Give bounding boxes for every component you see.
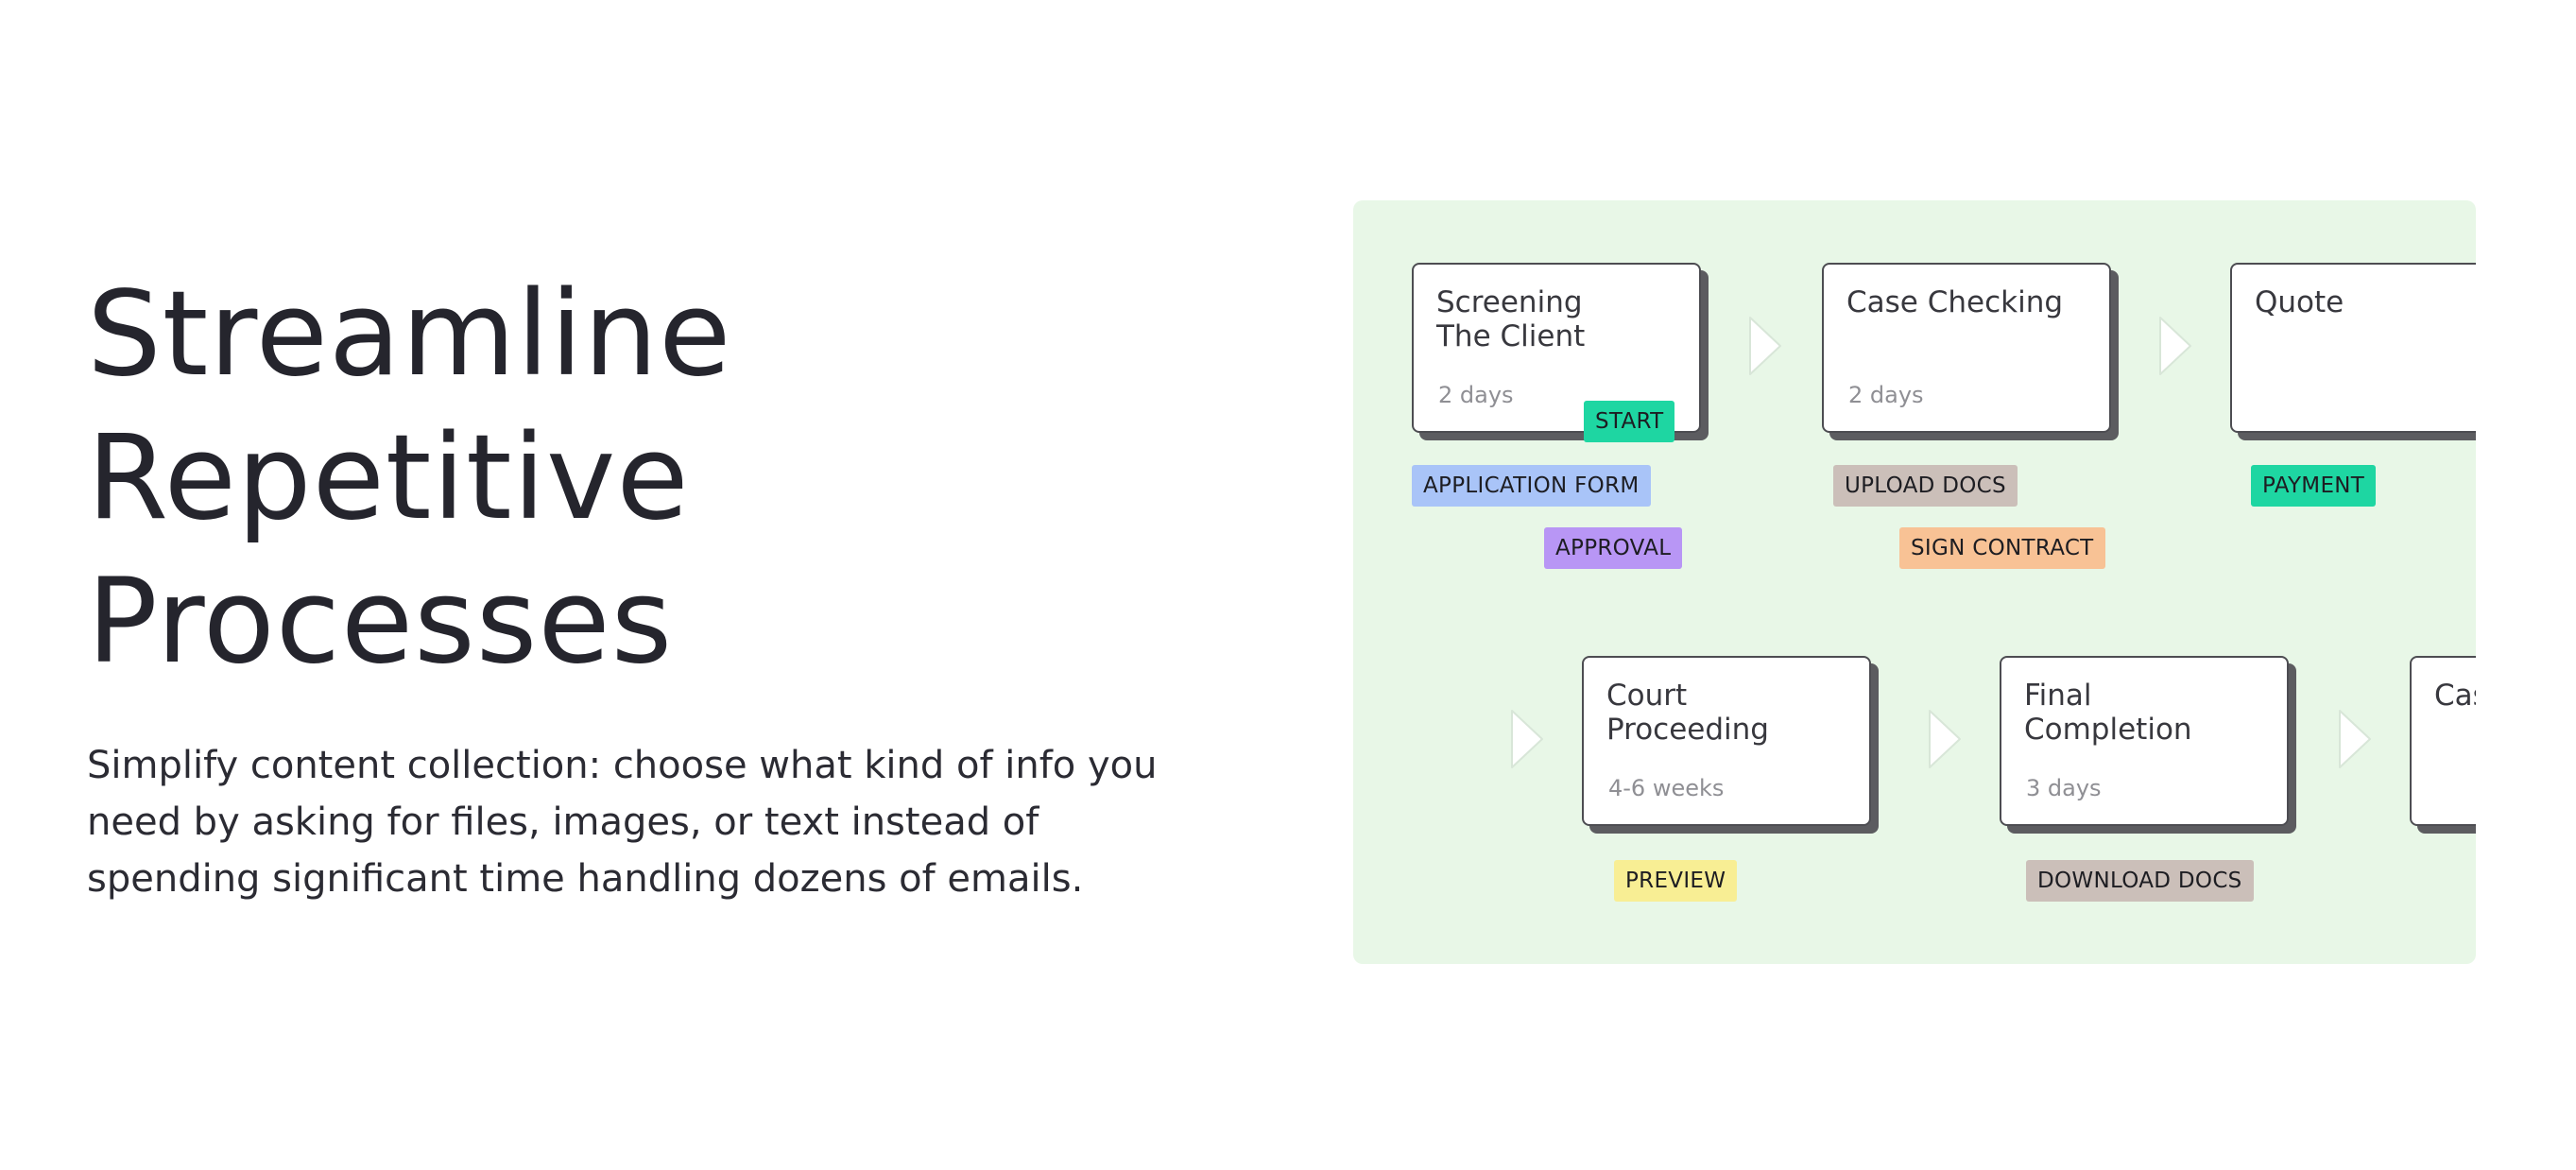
hero-title-line-2: Repetitive <box>87 410 690 546</box>
card-title: Case Checking <box>1846 285 2087 319</box>
tag-preview: PREVIEW <box>1614 860 1738 902</box>
flow-arrow-icon <box>1929 710 1961 768</box>
card-title-line: Screening <box>1436 285 1583 319</box>
hero-description: Simplify content collection: choose what… <box>87 744 1158 901</box>
card-title-line: Proceeding <box>1606 713 1769 747</box>
tag-start: START <box>1584 401 1675 442</box>
card-title-line: Cas <box>2434 679 2476 713</box>
flow-arrow-icon <box>1749 317 1781 375</box>
tag-sign-contract: SIGN CONTRACT <box>1899 527 2105 569</box>
card-title: Quote <box>2255 285 2476 319</box>
flow-arrow-icon <box>2339 710 2371 768</box>
hero-title: Streamline Repetitive Processes <box>87 263 731 694</box>
card-body: Quote <box>2230 263 2476 433</box>
tag-upload-docs: UPLOAD DOCS <box>1833 465 2018 507</box>
step-card-final-completion: Final Completion 3 days <box>2000 656 2296 834</box>
tag-payment: PAYMENT <box>2251 465 2377 507</box>
card-body: Final Completion 3 days <box>2000 656 2289 826</box>
flow-arrow-icon <box>1511 710 1543 768</box>
card-body: Case Checking 2 days <box>1822 263 2111 433</box>
tag-download-docs: DOWNLOAD DOCS <box>2026 860 2254 902</box>
step-card-court-proceeding: Court Proceeding 4-6 weeks <box>1582 656 1879 834</box>
workflow-illustration: Screening The Client 2 days Case Checkin… <box>1353 200 2476 964</box>
step-card-case-checking: Case Checking 2 days <box>1822 263 2119 440</box>
card-title-line: Final Completion <box>2024 679 2192 747</box>
card-title-line: Court <box>1606 679 1688 713</box>
hero-title-line-3: Processes <box>87 554 674 690</box>
card-body: Cas <box>2410 656 2476 826</box>
card-duration: 2 days <box>1848 382 1924 408</box>
card-body: Court Proceeding 4-6 weeks <box>1582 656 1871 826</box>
flow-arrow-icon <box>2159 317 2191 375</box>
tag-application-form: APPLICATION FORM <box>1412 465 1651 507</box>
tag-approval: APPROVAL <box>1544 527 1683 569</box>
step-card-cas: Cas <box>2410 656 2476 834</box>
card-title: Screening The Client <box>1436 285 1676 353</box>
card-duration: 3 days <box>2026 775 2102 801</box>
hero-title-line-1: Streamline <box>87 267 732 403</box>
card-title: Final Completion <box>2024 679 2264 747</box>
card-title: Cas <box>2434 679 2476 713</box>
card-body: Screening The Client 2 days <box>1412 263 1701 433</box>
card-title-line: Case Checking <box>1846 285 2064 319</box>
step-card-screening: Screening The Client 2 days <box>1412 263 1709 440</box>
card-title-line: Quote <box>2255 285 2344 319</box>
step-card-quote: Quote <box>2230 263 2476 440</box>
card-duration: 4-6 weeks <box>1608 775 1725 801</box>
card-duration: 2 days <box>1438 382 1514 408</box>
card-title-line: The Client <box>1436 319 1586 353</box>
card-title: Court Proceeding <box>1606 679 1846 747</box>
